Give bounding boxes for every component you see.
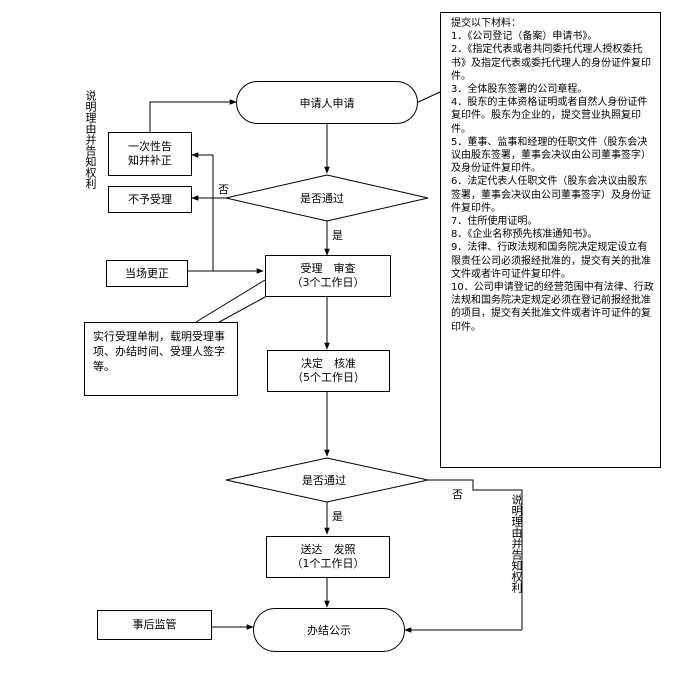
decision-box: 决定 核准 （5个工作日） bbox=[267, 350, 390, 392]
accept-note-box: 实行受理单制，载明受理事项、办结时间、受理人签字等。 bbox=[84, 322, 238, 396]
materials-box: 提交以下材料： 1．《公司登记（备案）申请书》。 2．《指定代表或者共同委托代理… bbox=[440, 12, 661, 468]
deliver-line2: （1个工作日） bbox=[291, 557, 365, 570]
reject-label: 不予受理 bbox=[128, 192, 172, 206]
materials-item-8: 8．《企业名称预先核准通知书》。 bbox=[451, 229, 598, 241]
applicant-node: 申请人申请 bbox=[236, 81, 418, 124]
post-supervision-box: 事后监管 bbox=[97, 610, 212, 640]
materials-item-6: 6．法定代表人任职文件（股东会决议由股东签署，董事会决议由公司董事签字）及身份证… bbox=[451, 176, 651, 214]
yes-label-2: 是 bbox=[332, 510, 343, 523]
materials-item-5: 5．董事、监事和经理的任职文件（股东会决议由股东签署，董事会决议由公司董事签字）… bbox=[451, 136, 651, 175]
materials-heading: 提交以下材料： bbox=[451, 18, 521, 29]
decision-line1: 决定 核准 bbox=[301, 357, 356, 370]
materials-item-7: 7．住所使用证明。 bbox=[451, 216, 538, 228]
yes-label-1: 是 bbox=[332, 229, 343, 242]
accept-note-text: 实行受理单制，载明受理事项、办结时间、受理人签字等。 bbox=[93, 330, 225, 373]
decision-line2: （5个工作日） bbox=[292, 371, 365, 384]
complete-label: 办结公示 bbox=[307, 624, 351, 637]
accept-review-line2: （3个工作日） bbox=[291, 276, 365, 289]
reject-box: 不予受理 bbox=[108, 186, 192, 213]
on-site-correct-box: 当场更正 bbox=[106, 260, 188, 287]
explain-rights-left: 说明理由并告知权利 bbox=[84, 90, 97, 189]
pass-check-2-label: 是否通过 bbox=[302, 474, 346, 487]
correct-once-line2: 知并补正 bbox=[128, 154, 172, 167]
materials-item-10: 10．公司申请登记的经营范围中有法律、行政法规和国务院决定规定必须在登记前报经批… bbox=[451, 282, 654, 333]
materials-item-2: 2．《指定代表或者共同委托代理人授权委托书》及指定代表或委托代理人的身份证件复印… bbox=[451, 44, 651, 82]
on-site-correct-label: 当场更正 bbox=[125, 266, 169, 280]
applicant-label: 申请人申请 bbox=[299, 96, 355, 110]
materials-item-9: 9．法律、行政法规和国务院决定规定设立有限责任公司必须报经批准的，提交有关的批准… bbox=[451, 242, 651, 280]
correct-once-line1: 一次性告 bbox=[128, 140, 172, 153]
no-label-2: 否 bbox=[452, 488, 463, 501]
post-supervision-label: 事后监管 bbox=[132, 618, 177, 631]
materials-item-1: 1．《公司登记（备案）申请书》。 bbox=[451, 31, 598, 43]
deliver-line1: 送达 发照 bbox=[300, 543, 356, 556]
materials-item-4: 4．股东的主体资格证明或者自然人身份证件复印件。股东为企业的，提交营业执照复印件… bbox=[451, 97, 648, 135]
deliver-box: 送达 发照 （1个工作日） bbox=[266, 536, 390, 578]
accept-review-line1: 受理 审查 bbox=[300, 262, 356, 275]
explain-rights-right: 说明理由并告知权利 bbox=[510, 494, 523, 593]
accept-review-box: 受理 审查 （3个工作日） bbox=[265, 255, 391, 297]
complete-node: 办结公示 bbox=[253, 608, 405, 652]
correct-once-box: 一次性告 知并补正 bbox=[108, 132, 192, 176]
materials-item-3: 3．全体股东签署的公司章程。 bbox=[451, 84, 588, 96]
no-label-1: 否 bbox=[218, 183, 229, 196]
pass-check-1-label: 是否通过 bbox=[300, 192, 344, 205]
